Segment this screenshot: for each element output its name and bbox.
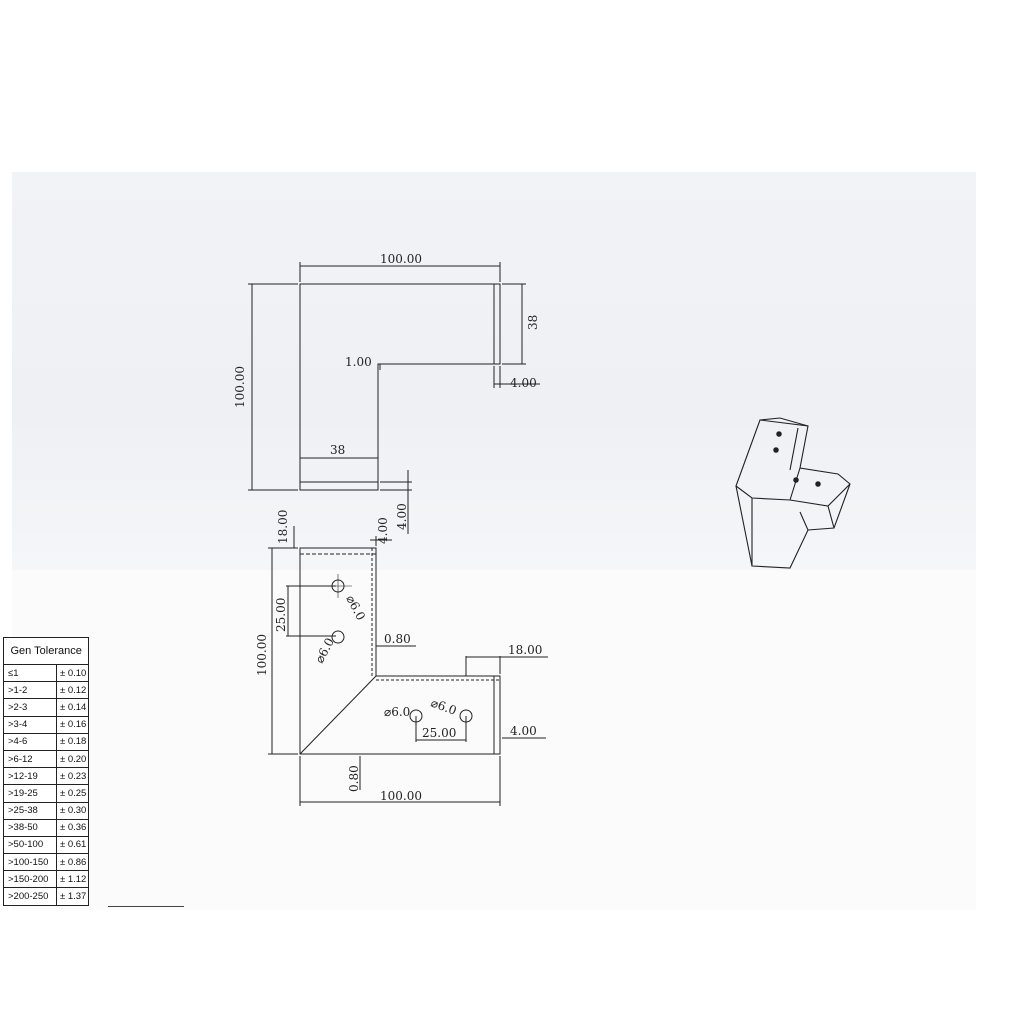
tolerance-range: >6-12 — [3, 749, 57, 769]
table-row: >12-19± 0.23 — [3, 767, 90, 786]
flat-hole-spacing-horizontal-label: 25.00 — [422, 726, 456, 740]
table-row: >2-3± 0.14 — [3, 698, 90, 717]
hole-label: ⌀6.0 — [343, 593, 368, 623]
tolerance-value: ± 0.30 — [55, 801, 90, 820]
top-view-outline — [299, 283, 501, 491]
flat-thickness-right-label: 4.00 — [510, 724, 537, 738]
flat-thickness-top-dimension — [370, 536, 392, 546]
hole-label: ⌀6.0 — [384, 705, 410, 719]
top-height-dimension — [248, 283, 298, 491]
top-width-dimension — [299, 262, 501, 282]
flat-flange-top-dimension — [290, 526, 298, 549]
flat-thickness-top-label: 4.00 — [376, 517, 390, 544]
top-thickness-bottom-label: 4.00 — [395, 503, 409, 530]
flat-width-dimension — [299, 756, 501, 806]
top-thickness-bottom-dimension — [380, 470, 412, 534]
flat-hole-spacing-horizontal-dimension — [415, 716, 467, 742]
table-row: >19-25± 0.25 — [3, 784, 90, 803]
tolerance-range: >19-25 — [3, 784, 57, 803]
table-row: >25-38± 0.30 — [3, 801, 90, 820]
table-row: >6-12± 0.20 — [3, 749, 90, 769]
tolerance-table: Gen Tolerance ≤1± 0.10>1-2± 0.12>2-3± 0.… — [2, 637, 90, 906]
tolerance-range: >1-2 — [3, 681, 57, 700]
isometric-view — [735, 417, 851, 569]
flat-width-label: 100.00 — [380, 789, 422, 803]
top-thickness-right-label: 4.00 — [510, 376, 537, 390]
hole — [459, 709, 473, 723]
tolerance-range: >4-6 — [3, 732, 57, 751]
flat-height-dimension — [268, 547, 298, 755]
hole — [409, 709, 423, 723]
top-arm-depth-dimension — [502, 283, 526, 365]
flat-flange-right-label: 18.00 — [508, 643, 542, 657]
table-row: >50-100± 0.61 — [3, 835, 90, 855]
tolerance-range: ≤1 — [3, 663, 57, 683]
tolerance-range: >2-3 — [3, 698, 57, 717]
flat-hole-spacing-vertical-dimension — [286, 585, 336, 637]
table-row: >100-150± 0.86 — [3, 853, 90, 872]
top-inner-arm-label: 38 — [330, 443, 345, 457]
tolerance-value: ± 0.86 — [55, 853, 90, 872]
hole-label: ⌀6.0 — [429, 696, 459, 718]
bend-label: 1.00 — [345, 355, 372, 369]
table-row: ≤1± 0.10 — [3, 663, 90, 683]
tolerance-range: >50-100 — [3, 835, 57, 855]
tolerance-value: ± 0.14 — [55, 698, 90, 717]
flat-gap-bottom-label: 0.80 — [347, 765, 361, 792]
top-thickness-right-dimension — [493, 366, 540, 388]
tolerance-range: >12-19 — [3, 767, 57, 786]
tolerance-range: >3-4 — [3, 715, 57, 734]
flat-gap-right-label: 0.80 — [384, 632, 411, 646]
tolerance-value: ± 0.36 — [55, 818, 90, 837]
table-row: >1-2± 0.12 — [3, 681, 90, 700]
flat-height-label: 100.00 — [255, 634, 269, 676]
title-block-line — [108, 906, 184, 907]
tolerance-value: ± 0.10 — [55, 663, 90, 683]
table-row: >4-6± 0.18 — [3, 732, 90, 751]
tolerance-title: Gen Tolerance — [2, 637, 90, 665]
table-row: >200-250± 1.37 — [3, 887, 90, 906]
tolerance-value: ± 0.12 — [55, 681, 90, 700]
flat-flange-top-label: 18.00 — [276, 510, 290, 544]
tolerance-value: ± 0.16 — [55, 715, 90, 734]
tolerance-value: ± 0.25 — [55, 784, 90, 803]
top-arm-depth-label: 38 — [526, 315, 540, 330]
top-height-label: 100.00 — [233, 366, 247, 408]
flat-hole-spacing-vertical-label: 25.00 — [274, 598, 288, 632]
table-row: >150-200± 1.12 — [3, 870, 90, 889]
hole — [331, 630, 345, 644]
tolerance-value: ± 0.20 — [55, 749, 90, 769]
top-width-label: 100.00 — [380, 252, 422, 266]
table-row: >38-50± 0.36 — [3, 818, 90, 837]
tolerance-range: >150-200 — [3, 870, 57, 889]
tolerance-value: ± 0.23 — [55, 767, 90, 786]
flat-view-outline — [299, 547, 501, 755]
tolerance-range: >100-150 — [3, 853, 57, 872]
tolerance-value: ± 0.61 — [55, 835, 90, 855]
tolerance-value: ± 1.12 — [55, 870, 90, 889]
table-row: >3-4± 0.16 — [3, 715, 90, 734]
tolerance-range: >25-38 — [3, 801, 57, 820]
tolerance-value: ± 0.18 — [55, 732, 90, 751]
flat-flange-right-dimension — [465, 656, 548, 676]
tolerance-value: ± 1.37 — [55, 887, 90, 906]
tolerance-range: >200-250 — [3, 887, 57, 906]
tolerance-range: >38-50 — [3, 818, 57, 837]
